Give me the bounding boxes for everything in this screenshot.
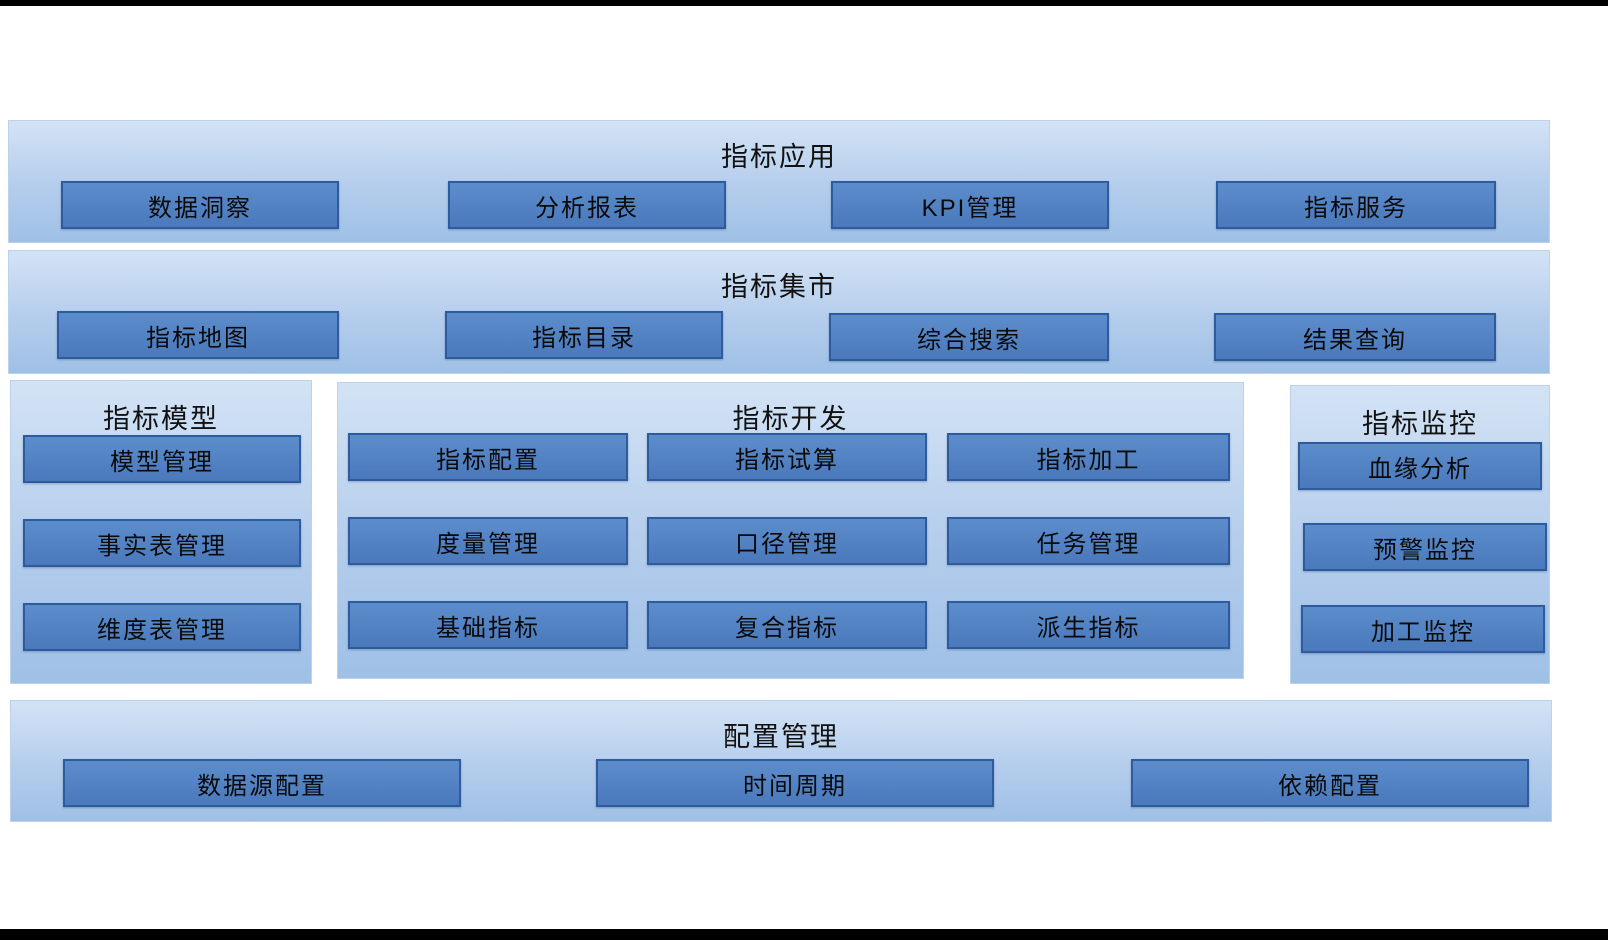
section-indicator-model: 指标模型 模型管理 事实表管理 维度表管理	[10, 380, 312, 684]
section-title-indicator-application: 指标应用	[721, 142, 837, 172]
top-black-bar	[0, 0, 1608, 6]
node-composite-indicator: 复合指标	[647, 601, 927, 649]
node-indicator-catalog: 指标目录	[445, 311, 723, 359]
node-comprehensive-search: 综合搜索	[829, 313, 1109, 361]
node-caliber-management: 口径管理	[647, 517, 927, 565]
bottom-black-bar	[0, 929, 1608, 940]
node-basic-indicator: 基础指标	[348, 601, 628, 649]
node-kpi-management: KPI管理	[831, 181, 1109, 229]
node-indicator-service: 指标服务	[1216, 181, 1496, 229]
section-title-indicator-monitoring: 指标监控	[1362, 409, 1478, 439]
section-title-config-management: 配置管理	[723, 722, 839, 752]
section-indicator-market: 指标集市 指标地图 指标目录 综合搜索 结果查询	[8, 250, 1550, 374]
node-task-management: 任务管理	[947, 517, 1230, 565]
node-processing-monitoring: 加工监控	[1301, 605, 1545, 653]
node-model-management: 模型管理	[23, 435, 301, 483]
node-alert-monitoring: 预警监控	[1303, 523, 1547, 571]
section-indicator-monitoring: 指标监控 血缘分析 预警监控 加工监控	[1290, 385, 1550, 684]
node-result-query: 结果查询	[1214, 313, 1496, 361]
node-measure-management: 度量管理	[348, 517, 628, 565]
node-lineage-analysis: 血缘分析	[1298, 442, 1542, 490]
node-fact-table-management: 事实表管理	[23, 519, 301, 567]
node-dependency-config: 依赖配置	[1131, 759, 1529, 807]
node-data-insight: 数据洞察	[61, 181, 339, 229]
node-time-period: 时间周期	[596, 759, 994, 807]
node-indicator-map: 指标地图	[57, 311, 339, 359]
node-derived-indicator: 派生指标	[947, 601, 1230, 649]
node-dimension-table-management: 维度表管理	[23, 603, 301, 651]
node-indicator-processing: 指标加工	[947, 433, 1230, 481]
node-datasource-config: 数据源配置	[63, 759, 461, 807]
section-title-indicator-model: 指标模型	[103, 404, 219, 434]
node-indicator-config: 指标配置	[348, 433, 628, 481]
node-indicator-trial-calculation: 指标试算	[647, 433, 927, 481]
section-indicator-development: 指标开发 指标配置 指标试算 指标加工 度量管理 口径管理 任务管理 基础指标 …	[337, 382, 1244, 679]
section-title-indicator-market: 指标集市	[721, 272, 837, 302]
section-indicator-application: 指标应用 数据洞察 分析报表 KPI管理 指标服务	[8, 120, 1550, 243]
node-analysis-report: 分析报表	[448, 181, 726, 229]
section-title-indicator-development: 指标开发	[732, 404, 849, 434]
section-config-management: 配置管理 数据源配置 时间周期 依赖配置	[10, 700, 1552, 822]
